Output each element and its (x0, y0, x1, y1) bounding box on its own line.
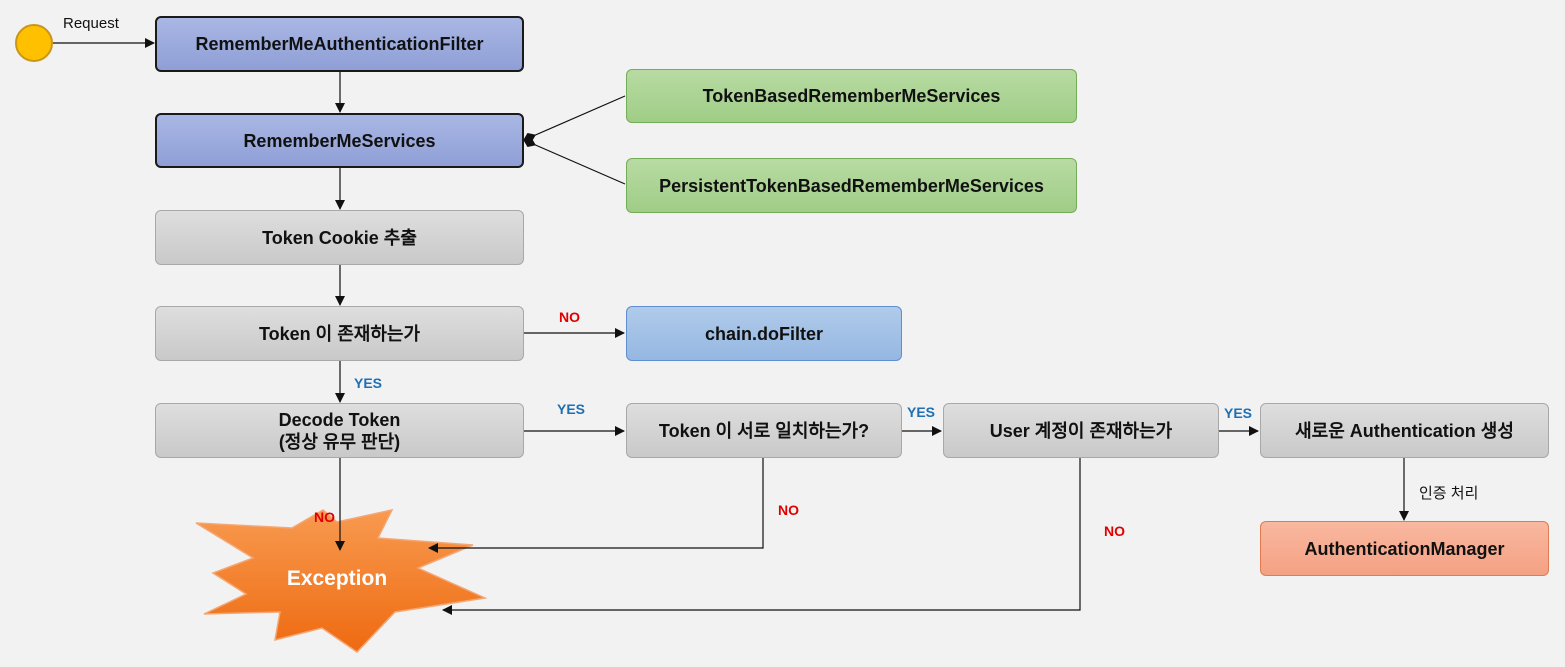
user-exists-node[interactable]: User 계정이 존재하는가 (943, 403, 1219, 458)
label-decode-no: NO (314, 509, 335, 525)
label-match-no: NO (778, 502, 799, 518)
token-match-node[interactable]: Token 이 서로 일치하는가? (626, 403, 902, 458)
exception-label: Exception (287, 567, 387, 590)
decode-token-node[interactable]: Decode Token (정상 유무 판단) (155, 403, 524, 458)
edge-user-exception (442, 458, 1081, 615)
token-based-services-node[interactable]: TokenBasedRememberMeServices (626, 69, 1077, 123)
remember-me-services-node[interactable]: RememberMeServices (155, 113, 524, 168)
label-user-no: NO (1104, 523, 1125, 539)
authentication-manager-node[interactable]: AuthenticationManager (1260, 521, 1549, 576)
label-decode-yes: YES (557, 401, 586, 417)
edge-match-exception (428, 458, 764, 553)
request-label: Request (63, 15, 119, 32)
start-node (15, 24, 53, 62)
edge-tokenbased-services (523, 95, 626, 143)
label-exists-yes: YES (354, 375, 383, 391)
exception-shape (195, 508, 488, 653)
label-auth-process: 인증 처리 (1419, 485, 1479, 502)
label-user-yes: YES (1224, 405, 1253, 421)
edge-persistent-services (523, 137, 626, 185)
filter-node[interactable]: RememberMeAuthenticationFilter (155, 16, 524, 72)
label-match-yes: YES (907, 404, 936, 420)
do-filter-node[interactable]: chain.doFilter (626, 306, 902, 361)
persistent-token-services-node[interactable]: PersistentTokenBasedRememberMeServices (626, 158, 1077, 213)
extract-cookie-node[interactable]: Token Cookie 추출 (155, 210, 524, 265)
token-exists-node[interactable]: Token 이 존재하는가 (155, 306, 524, 361)
new-authentication-node[interactable]: 새로운 Authentication 생성 (1260, 403, 1549, 458)
label-exists-no: NO (559, 309, 580, 325)
